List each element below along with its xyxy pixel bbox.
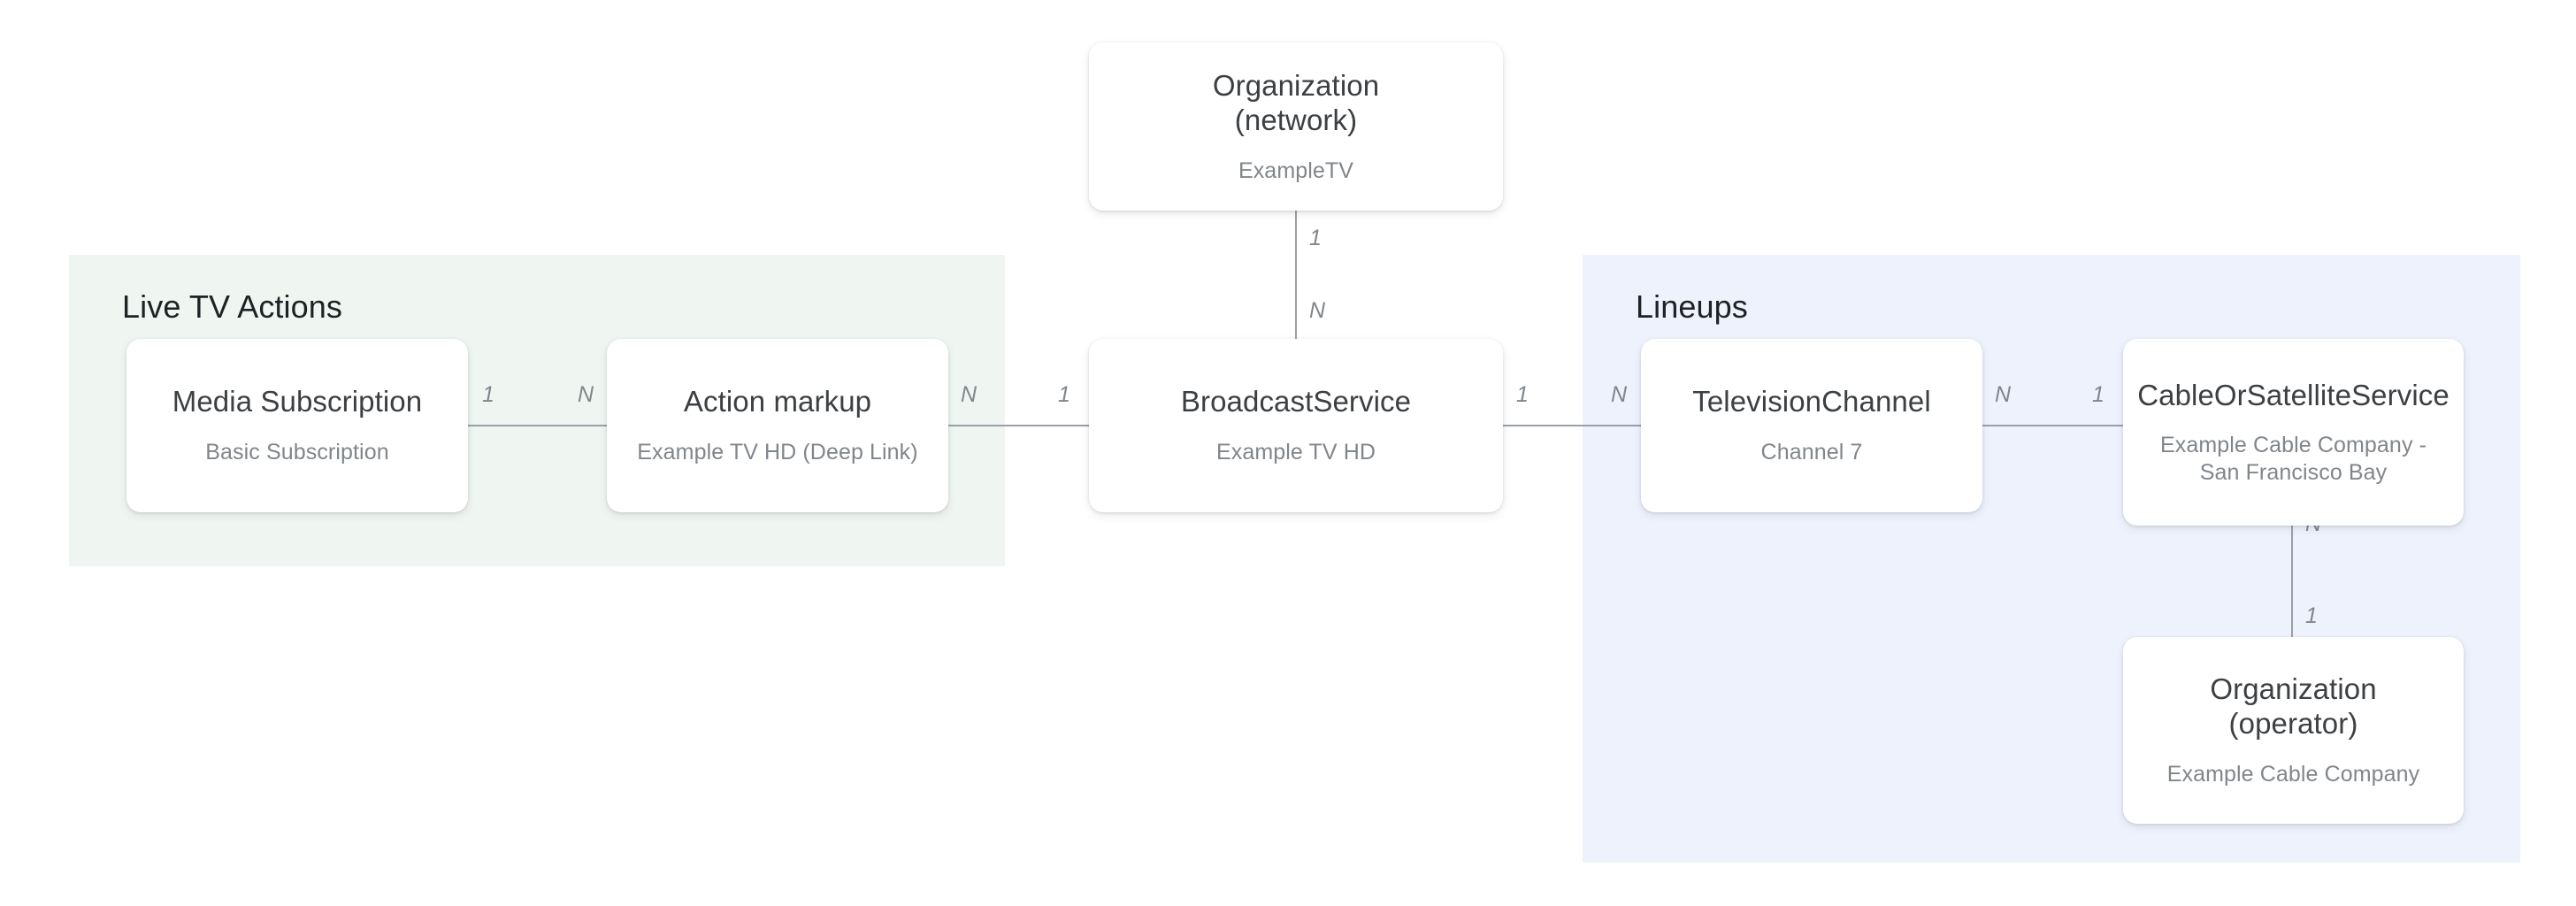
node-media-subscription[interactable]: Media Subscription Basic Subscription [126, 339, 468, 512]
panel-live-tv-actions-title: Live TV Actions [122, 288, 342, 325]
edge-label-organization-network-cardinality: 1 [1309, 226, 1322, 250]
node-action-markup-subtitle: Example TV HD (Deep Link) [637, 440, 918, 465]
node-organization-operator[interactable]: Organization (operator) Example Cable Co… [2123, 637, 2464, 824]
node-television-channel-title: TelevisionChannel [1692, 385, 1931, 418]
node-broadcast-service-subtitle: Example TV HD [1215, 440, 1376, 465]
edge-action-markup-broadcast-service [948, 425, 1089, 426]
node-cable-or-satellite-service-title: CableOrSatelliteService [2137, 378, 2450, 411]
node-media-subscription-title: Media Subscription [172, 385, 423, 418]
edge-television-channel-cable-satellite-service [1982, 425, 2123, 426]
node-organization-operator-title: Organization (operator) [2210, 672, 2377, 741]
node-television-channel-subtitle: Channel 7 [1760, 440, 1863, 465]
edge-label-broadcast-service-top-cardinality: N [1309, 298, 1326, 323]
node-organization-network-title-line2: (network) [1234, 103, 1358, 136]
edge-label-cable-satellite-service-left-cardinality: 1 [2092, 382, 2104, 407]
edge-label-television-channel-right-cardinality: N [1995, 382, 2012, 407]
panel-lineups-title: Lineups [1636, 288, 1748, 325]
node-broadcast-service[interactable]: BroadcastService Example TV HD [1089, 339, 1503, 512]
node-cable-or-satellite-service-subtitle-line2: San Francisco Bay [2199, 459, 2388, 485]
edge-label-broadcast-service-left-cardinality: 1 [1058, 382, 1070, 407]
edge-cable-satellite-service-organization-operator [2291, 526, 2293, 637]
node-cable-or-satellite-service-subtitle: Example Cable Company - San Francisco Ba… [2160, 432, 2426, 486]
edge-label-television-channel-left-cardinality: N [1611, 382, 1628, 407]
node-organization-network[interactable]: Organization (network) ExampleTV [1089, 42, 1503, 211]
node-action-markup[interactable]: Action markup Example TV HD (Deep Link) [607, 339, 948, 512]
node-organization-network-subtitle: ExampleTV [1238, 157, 1354, 183]
node-organization-network-title: Organization (network) [1213, 69, 1379, 138]
node-cable-or-satellite-service[interactable]: CableOrSatelliteService Example Cable Co… [2123, 339, 2464, 526]
edge-label-organization-operator-cardinality: 1 [2305, 603, 2318, 628]
edge-broadcast-service-television-channel [1503, 425, 1641, 426]
node-organization-network-title-line1: Organization [1212, 68, 1380, 102]
node-television-channel[interactable]: TelevisionChannel Channel 7 [1641, 339, 1982, 512]
edge-media-subscription-action-markup [468, 425, 607, 426]
edge-label-action-markup-right-cardinality: N [961, 382, 978, 407]
node-media-subscription-subtitle: Basic Subscription [205, 440, 389, 465]
edge-label-broadcast-service-right-cardinality: 1 [1516, 382, 1529, 407]
node-action-markup-title: Action markup [683, 385, 872, 418]
node-cable-or-satellite-service-subtitle-line1: Example Cable Company - [2159, 433, 2427, 458]
edge-label-action-markup-left-cardinality: N [578, 382, 594, 407]
edge-label-media-subscription-cardinality: 1 [482, 382, 494, 407]
node-broadcast-service-title: BroadcastService [1180, 385, 1412, 418]
node-organization-operator-subtitle: Example Cable Company [2166, 762, 2420, 787]
edge-organization-network-broadcast-service [1295, 211, 1297, 339]
